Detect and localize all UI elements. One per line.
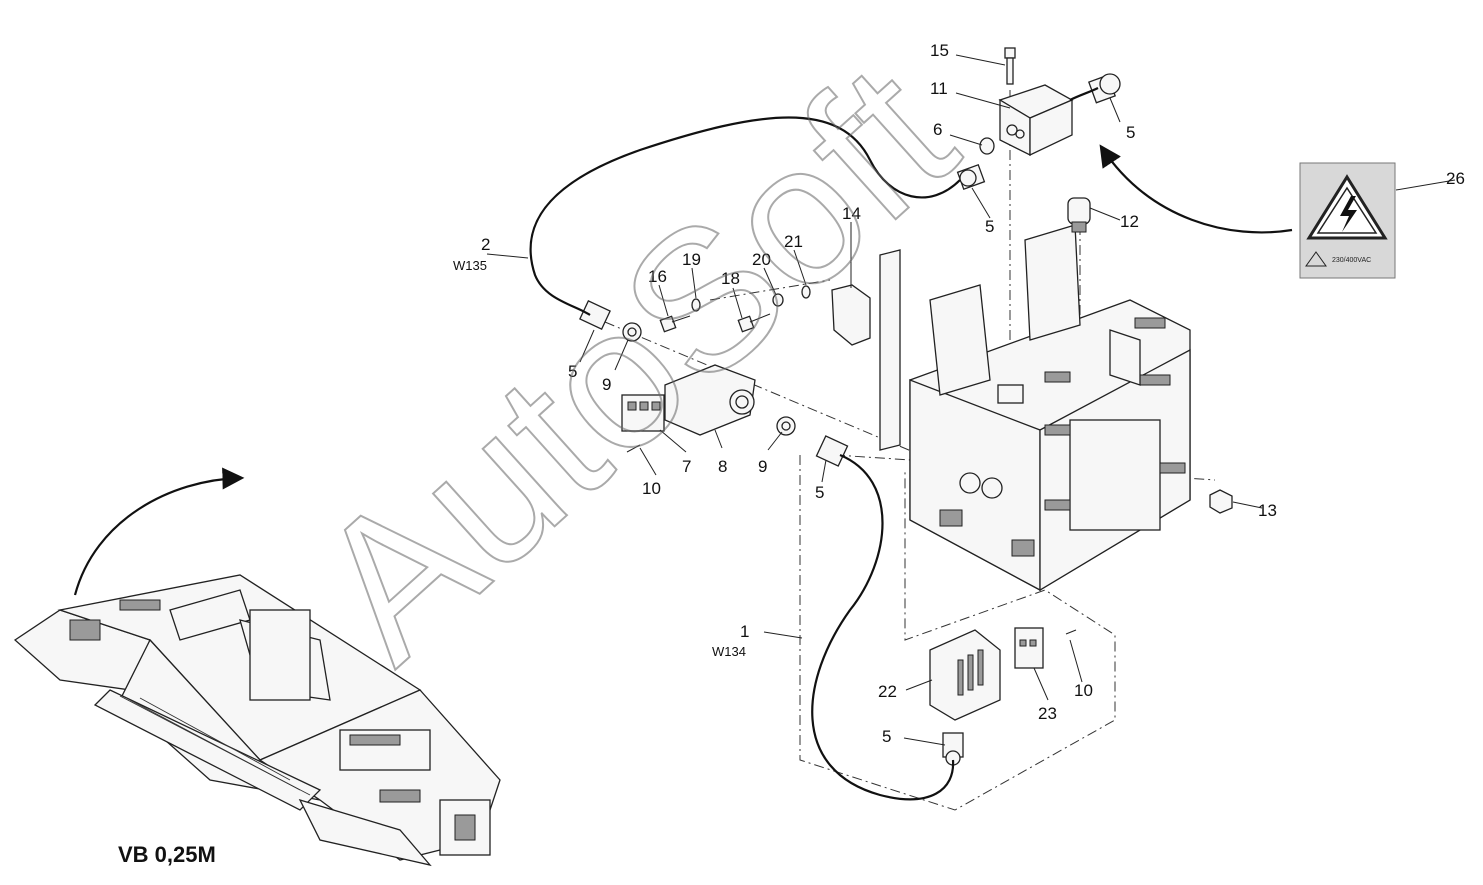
pin-10-right	[1065, 629, 1077, 635]
callout-6: 6	[933, 120, 942, 139]
washer-19	[691, 298, 701, 312]
callout-16: 16	[648, 267, 667, 286]
callout-15: 15	[930, 41, 949, 60]
hardware-18	[737, 313, 771, 333]
callout-13: 13	[1258, 501, 1277, 520]
warning-sign-26: 230/400VAC	[1299, 162, 1396, 279]
overview-locator-arrow	[73, 467, 245, 596]
callout-12: 12	[1120, 212, 1139, 231]
indicator-lamp-12	[1067, 197, 1091, 233]
contact-insert-23	[1014, 627, 1044, 669]
plug-housing-22	[929, 629, 1001, 721]
reducer-9-right	[776, 416, 796, 436]
callout-20: 20	[752, 250, 771, 269]
cable-number-2: 2	[481, 235, 490, 254]
callout-5: 5	[815, 483, 824, 502]
mounting-frame	[879, 224, 1191, 592]
callout-5: 5	[568, 362, 577, 381]
callout-21: 21	[784, 232, 803, 251]
overview-label: VB 0,25M	[118, 842, 216, 867]
cable-number-1: 1	[740, 622, 749, 641]
cable-code-w135: W135	[453, 258, 487, 273]
cable-w134	[811, 453, 955, 801]
washer-20	[772, 293, 784, 307]
nut-13	[1209, 489, 1233, 514]
cable-gland-5-lower	[815, 435, 849, 467]
callout-22: 22	[878, 682, 897, 701]
cable-gland-5-mid	[956, 163, 986, 191]
callout-19: 19	[682, 250, 701, 269]
plug-6	[979, 137, 995, 155]
callout-10: 10	[1074, 681, 1093, 700]
callout-5: 5	[985, 217, 994, 236]
cable-w135	[529, 116, 961, 316]
high-voltage-icon	[1340, 196, 1357, 232]
pin-10-left	[626, 444, 641, 453]
callouts: 15 11 6 5 5 26 12 14 21 20 19 16 18 9 5 …	[453, 41, 1465, 746]
reducer-9-left	[622, 322, 642, 342]
callout-11: 11	[930, 79, 948, 98]
connector-housing-8	[664, 364, 756, 436]
callout-7: 7	[682, 457, 691, 476]
cable-gland-5-left	[579, 300, 611, 330]
callout-18: 18	[721, 269, 740, 288]
cable-code-w134: W134	[712, 644, 746, 659]
leader-lines	[486, 54, 1456, 746]
callout-26: 26	[1446, 169, 1465, 188]
screw-15	[1004, 47, 1016, 85]
callout-8: 8	[718, 457, 727, 476]
hardware-16	[659, 315, 691, 333]
callout-5: 5	[1126, 123, 1135, 142]
callout-5: 5	[882, 727, 891, 746]
callout-9: 9	[602, 375, 611, 394]
callout-10: 10	[642, 479, 661, 498]
paver-overview-drawing	[13, 574, 501, 867]
contact-insert-7	[621, 394, 665, 432]
callout-23: 23	[1038, 704, 1057, 723]
warning-sign-voltage: 230/400VAC	[1332, 257, 1371, 264]
callout-14: 14	[842, 204, 861, 223]
junction-box-11	[998, 84, 1074, 157]
callout-9: 9	[758, 457, 767, 476]
ring-21	[801, 285, 811, 299]
bracket-14	[831, 284, 871, 346]
cable-gland-5-top	[1088, 73, 1121, 104]
